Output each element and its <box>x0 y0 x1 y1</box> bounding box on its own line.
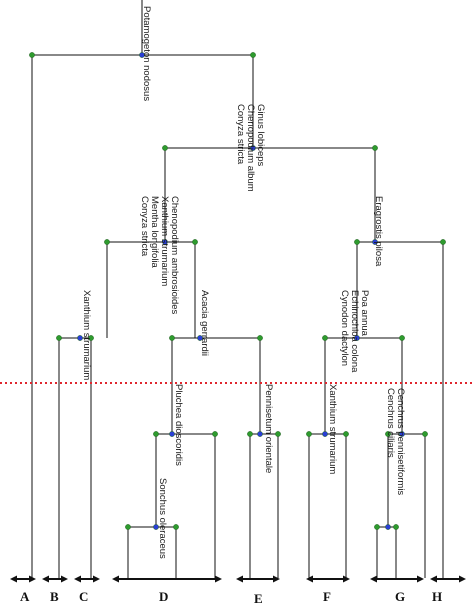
species-label-n4: Xanthium strumarium <box>81 290 92 380</box>
group-label-c: C <box>79 589 88 604</box>
group-arrow-head <box>215 575 222 583</box>
division-node-right <box>372 145 378 151</box>
division-node-right <box>399 335 405 341</box>
species-label-root: Potamogeton nodosus <box>141 6 152 101</box>
division-node-right <box>212 431 218 437</box>
species-label-n8: Pennisetum orientale <box>263 384 274 473</box>
species-label-n1: Ginus lobiceps Chenopodium album Conyza … <box>235 104 266 194</box>
group-label-g: G <box>395 589 405 604</box>
group-arrow-head <box>370 575 377 583</box>
group-arrow-head <box>343 575 350 583</box>
division-node-center <box>139 52 145 58</box>
group-arrow-head <box>273 575 280 583</box>
division-node-left <box>29 52 35 58</box>
division-node-left <box>153 431 159 437</box>
division-node-right <box>393 524 399 530</box>
group-arrow-head <box>10 575 17 583</box>
division-node-left <box>125 524 131 530</box>
group-arrow-head <box>430 575 437 583</box>
division-node-left <box>169 335 175 341</box>
group-arrow-head <box>29 575 36 583</box>
division-node-left <box>56 335 62 341</box>
group-arrow-head <box>306 575 313 583</box>
division-node-center <box>162 239 168 245</box>
division-node-left <box>247 431 253 437</box>
group-label-d: D <box>159 589 168 604</box>
division-node-center <box>197 335 203 341</box>
division-node-left <box>104 239 110 245</box>
division-node-center <box>77 335 83 341</box>
dendrogram-nodes <box>29 52 446 530</box>
group-arrow-head <box>236 575 243 583</box>
division-node-right <box>250 52 256 58</box>
division-node-left <box>162 145 168 151</box>
species-label-n2: Chenopodium ambrosioides Xanthium struma… <box>139 196 180 317</box>
division-node-center <box>399 431 405 437</box>
division-node-right <box>173 524 179 530</box>
group-label-b: B <box>50 589 59 604</box>
dendrogram-edges <box>31 0 444 578</box>
division-node-right <box>275 431 281 437</box>
species-label-n10: Cenchrus pennisetiformis Cenchrus ciliar… <box>385 388 406 498</box>
species-label-n5: Acacia gerrardii <box>199 290 210 356</box>
division-node-left <box>322 335 328 341</box>
division-node-left <box>374 524 380 530</box>
group-label-f: F <box>323 589 331 604</box>
division-node-center <box>372 239 378 245</box>
division-node-left <box>385 431 391 437</box>
species-label-n11: Sonchus oleraceus <box>157 478 168 559</box>
division-node-center <box>250 145 256 151</box>
group-label-a: A <box>20 589 30 604</box>
division-node-center <box>257 431 263 437</box>
division-node-center <box>385 524 391 530</box>
division-node-right <box>257 335 263 341</box>
division-node-center <box>169 431 175 437</box>
group-arrow-head <box>459 575 466 583</box>
division-node-center <box>322 431 328 437</box>
species-label-n3: Eragrostis pilosa <box>373 196 384 267</box>
group-arrow-head <box>112 575 119 583</box>
group-arrow-head <box>74 575 81 583</box>
species-label-n6: Poa annua Echinochloa colona Cynodon dac… <box>339 290 370 375</box>
group-arrow-head <box>417 575 424 583</box>
division-node-right <box>422 431 428 437</box>
group-arrow-head <box>93 575 100 583</box>
group-label-h: H <box>432 589 442 604</box>
division-node-left <box>306 431 312 437</box>
species-label-n7: Pluchea dioscoridis <box>173 384 184 466</box>
division-node-right <box>192 239 198 245</box>
group-label-e: E <box>254 591 263 606</box>
division-node-right <box>343 431 349 437</box>
division-node-center <box>354 335 360 341</box>
species-label-n9: Xanthium strumarium <box>327 384 338 474</box>
group-arrows <box>10 575 466 583</box>
division-node-right <box>440 239 446 245</box>
division-node-left <box>354 239 360 245</box>
group-arrow-head <box>61 575 68 583</box>
division-node-center <box>153 524 159 530</box>
division-node-right <box>88 335 94 341</box>
group-arrow-head <box>42 575 49 583</box>
